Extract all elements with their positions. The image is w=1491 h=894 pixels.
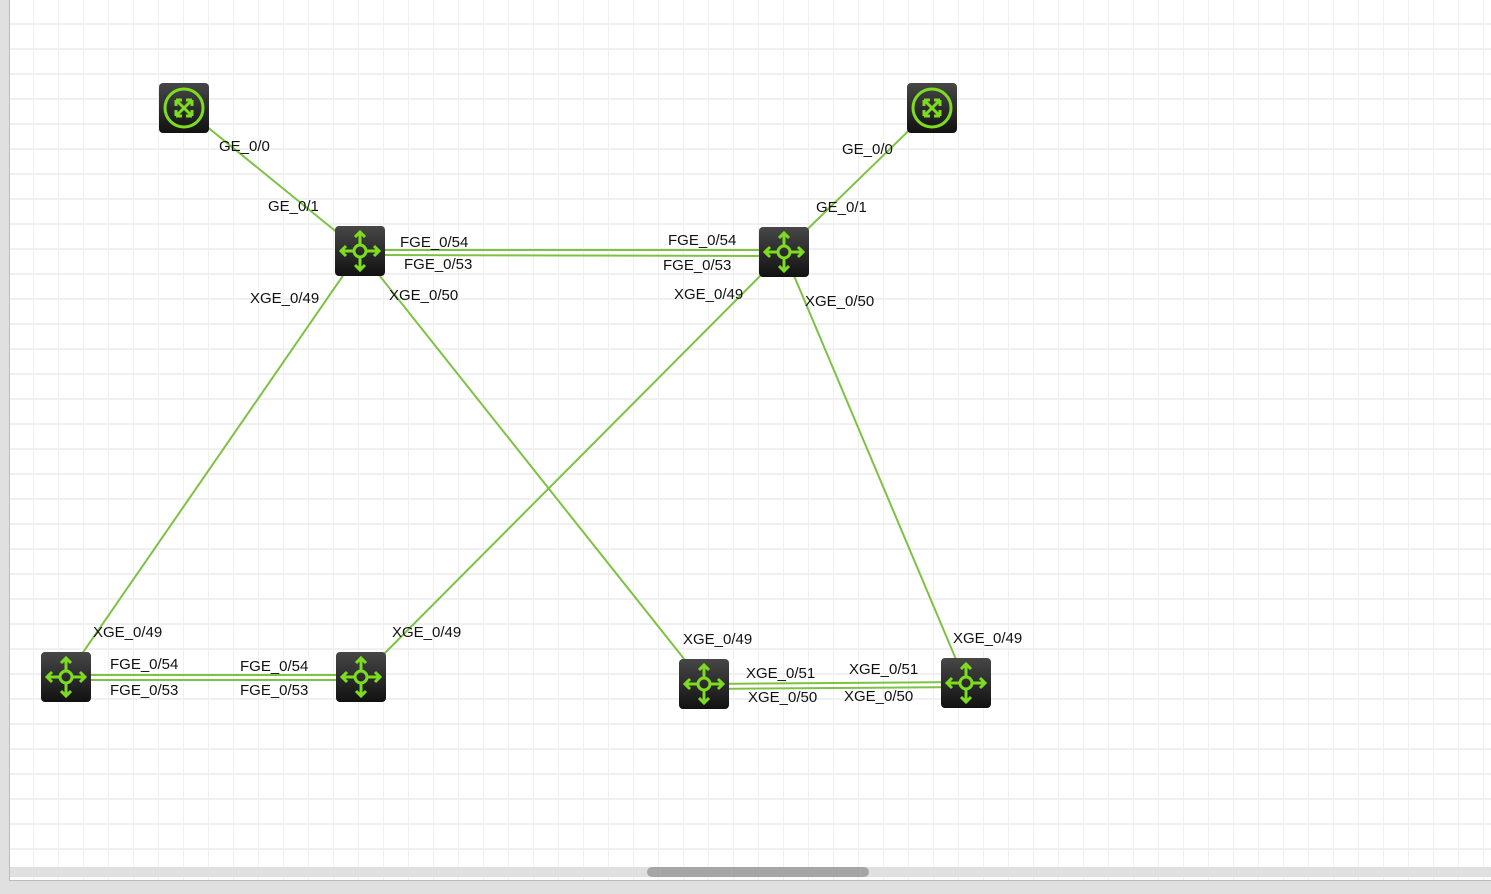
port-label: XGE_0/50 bbox=[844, 688, 914, 705]
router-icon bbox=[163, 87, 205, 129]
port-label: FGE_0/54 bbox=[240, 658, 309, 675]
port-label: FGE_0/54 bbox=[110, 656, 179, 673]
link-s1-s2-2[interactable] bbox=[359, 254, 785, 257]
router-node-r2[interactable] bbox=[907, 83, 957, 133]
port-label: FGE_0/54 bbox=[400, 234, 469, 251]
port-label: XGE_0/50 bbox=[805, 293, 875, 310]
port-label: FGE_0/53 bbox=[663, 257, 732, 274]
port-label: FGE_0/53 bbox=[404, 256, 473, 273]
port-label: XGE_0/49 bbox=[674, 286, 744, 303]
switch-node-s5[interactable] bbox=[679, 659, 729, 709]
router-icon bbox=[911, 87, 953, 129]
switch-icon bbox=[944, 661, 988, 705]
port-label: XGE_0/51 bbox=[746, 665, 816, 682]
port-label: FGE_0/53 bbox=[240, 682, 309, 699]
switch-node-s4[interactable] bbox=[336, 652, 386, 702]
switch-node-s3[interactable] bbox=[41, 652, 91, 702]
topology-canvas[interactable] bbox=[9, 0, 1491, 881]
link-s5-s6-1[interactable] bbox=[703, 681, 967, 685]
horizontal-scrollbar[interactable] bbox=[10, 867, 1491, 877]
port-label: GE_0/1 bbox=[816, 199, 867, 216]
port-label: GE_0/0 bbox=[219, 138, 270, 155]
link-s1-s3[interactable] bbox=[65, 250, 361, 678]
port-label: XGE_0/51 bbox=[849, 661, 919, 678]
switch-icon bbox=[339, 655, 383, 699]
link-r2-s2[interactable] bbox=[783, 107, 933, 253]
port-label: XGE_0/49 bbox=[250, 290, 320, 307]
scrollbar-thumb[interactable] bbox=[647, 867, 869, 877]
link-s5-s6-2[interactable] bbox=[703, 686, 967, 690]
switch-icon bbox=[338, 229, 382, 273]
port-label: XGE_0/49 bbox=[953, 630, 1023, 647]
link-s2-s6[interactable] bbox=[783, 251, 967, 684]
switch-icon bbox=[44, 655, 88, 699]
link-r1-s1[interactable] bbox=[183, 107, 361, 252]
router-node-r1[interactable] bbox=[159, 83, 209, 133]
port-label: GE_0/1 bbox=[268, 198, 319, 215]
port-label: FGE_0/53 bbox=[110, 682, 179, 699]
switch-icon bbox=[762, 230, 806, 274]
switch-node-s1[interactable] bbox=[335, 226, 385, 276]
switch-icon bbox=[682, 662, 726, 706]
link-s2-s4[interactable] bbox=[360, 251, 785, 678]
port-label: XGE_0/49 bbox=[683, 631, 753, 648]
port-label: XGE_0/49 bbox=[392, 624, 462, 641]
port-label: FGE_0/54 bbox=[668, 232, 737, 249]
port-label: XGE_0/49 bbox=[93, 624, 163, 641]
port-label: XGE_0/50 bbox=[389, 287, 459, 304]
port-label: XGE_0/50 bbox=[748, 689, 818, 706]
port-label: GE_0/0 bbox=[842, 141, 893, 158]
link-s1-s5[interactable] bbox=[359, 250, 705, 685]
switch-node-s2[interactable] bbox=[759, 227, 809, 277]
switch-node-s6[interactable] bbox=[941, 658, 991, 708]
